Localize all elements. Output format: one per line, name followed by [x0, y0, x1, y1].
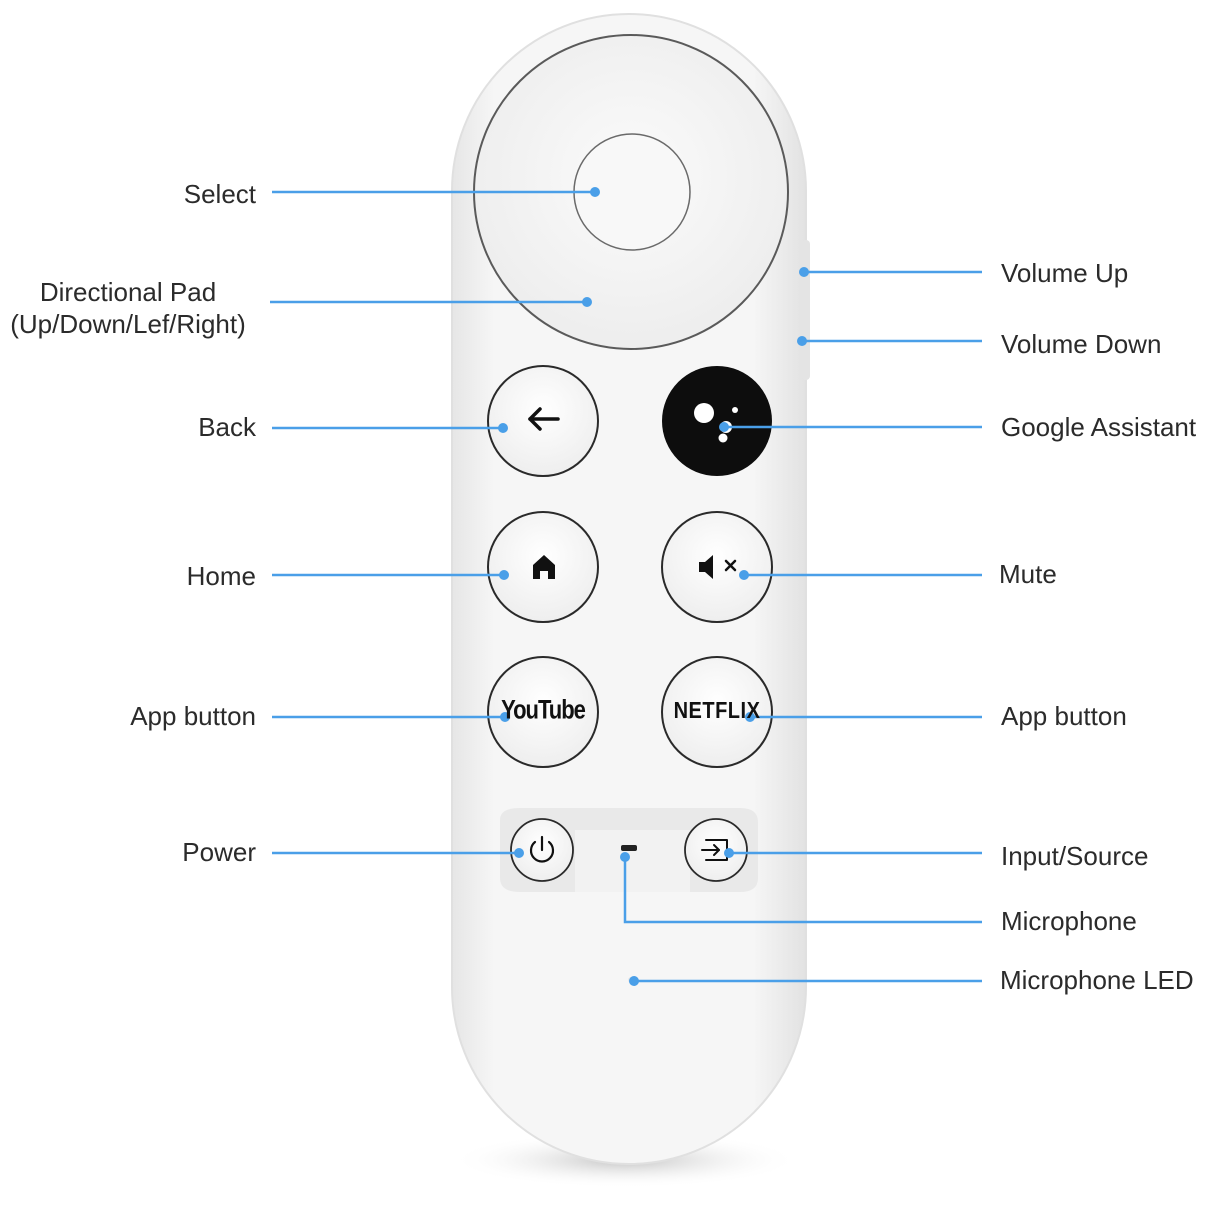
netflix-logo-text: NETFLIX [673, 698, 761, 724]
label-directional-pad-line2: (Up/Down/Lef/Right) [10, 309, 246, 339]
google-assistant-button[interactable] [662, 366, 772, 476]
label-home: Home [186, 561, 256, 591]
leader-dots [498, 187, 809, 986]
label-volume-down: Volume Down [1001, 329, 1162, 359]
label-app-button-left: App button [130, 701, 256, 731]
label-power: Power [182, 837, 256, 867]
label-directional-pad-line1: Directional Pad [39, 277, 217, 307]
label-microphone-led: Microphone LED [1000, 965, 1194, 995]
mute-button[interactable] [661, 511, 773, 623]
leader-lines [270, 190, 982, 983]
label-app-button-right: App button [1001, 701, 1127, 731]
label-input-source: Input/Source [1001, 841, 1149, 871]
youtube-button[interactable] [487, 656, 599, 768]
label-microphone: Microphone [1001, 906, 1137, 936]
label-back: Back [198, 412, 256, 442]
microphone-slot [621, 845, 637, 851]
bottom-panel-highlight [575, 830, 690, 892]
mute-icon [699, 555, 737, 579]
power-icon [529, 835, 555, 863]
arrow-left-icon [528, 407, 560, 431]
netflix-button[interactable] [661, 656, 773, 768]
label-mute: Mute [999, 559, 1057, 589]
label-select: Select [183, 179, 256, 209]
label-directional-pad: Directional Pad (Up/Down/Lef/Right) [0, 276, 256, 340]
volume-rocker [802, 240, 810, 380]
label-google-assistant: Google Assistant [1001, 412, 1197, 442]
home-icon [533, 555, 555, 579]
youtube-logo-text: YouTube [501, 694, 586, 725]
back-button[interactable] [487, 365, 599, 477]
label-volume-up: Volume Up [1001, 258, 1129, 288]
